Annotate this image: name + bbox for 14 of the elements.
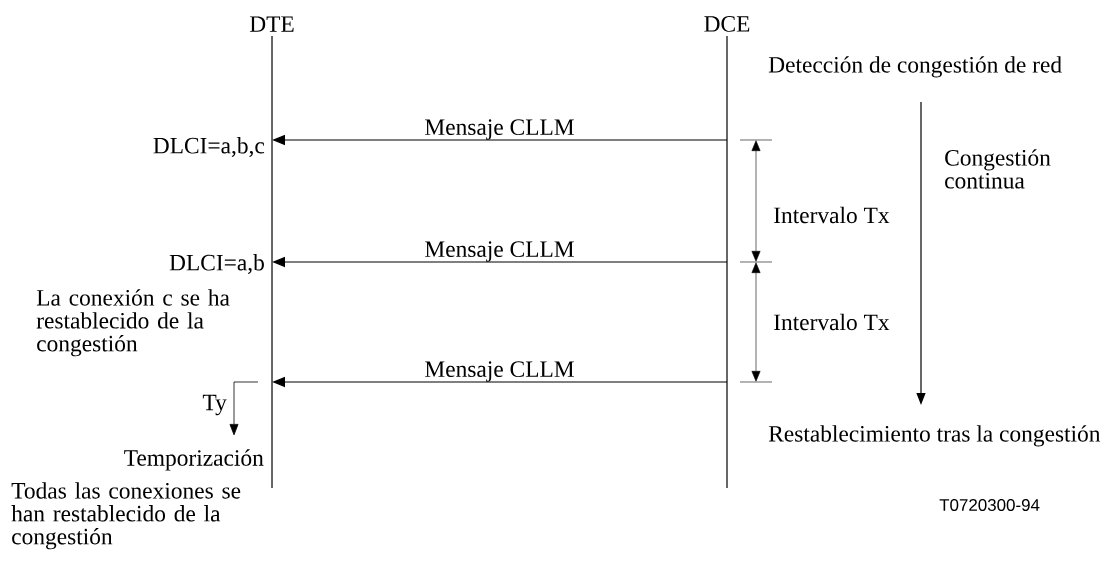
timer-label: Temporización [124, 449, 264, 471]
lifeline-heading: DTE [249, 16, 294, 32]
edge-label: Mensaje CLLM [425, 119, 574, 140]
note-text: Todas las conexiones se han restablecido de la congestión [11, 482, 241, 550]
edge-label: Mensaje CLLM [425, 241, 574, 262]
timer-label: Ty [202, 394, 227, 416]
dimension-label: Intervalo Tx [774, 313, 890, 331]
lifeline-heading: DCE [704, 16, 750, 32]
dlci-label: DLCI=a,b [169, 254, 264, 274]
edge-label: Mensaje CLLM [425, 361, 574, 382]
dlci-label: DLCI=a,b,c [153, 137, 265, 157]
figure-number: T0720300-94 [939, 499, 1040, 511]
dimension-label: Intervalo Tx [774, 206, 890, 224]
state-label: Congestión continua [945, 149, 1051, 189]
